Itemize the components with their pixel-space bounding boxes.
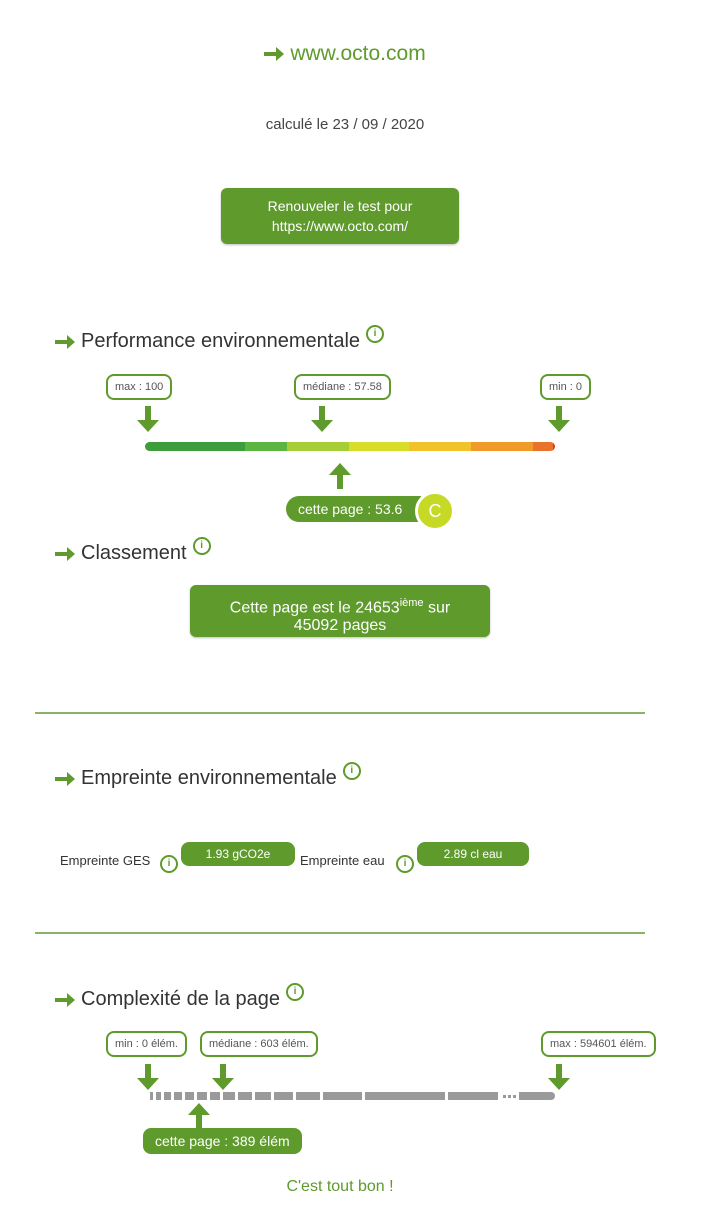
ranking-total: 45092 pages [293, 617, 387, 635]
complexity-scale-segment [223, 1092, 235, 1100]
arrow-down-icon [311, 406, 333, 432]
ranking-superscript: ième [399, 597, 424, 609]
ranking-box: Cette page est le 24653ième sur 45092 pa… [190, 585, 490, 637]
complexity-scale-segment [164, 1092, 171, 1100]
complexity-scale-segment [365, 1092, 445, 1100]
divider [35, 712, 645, 714]
complexity-scale-segment [513, 1095, 516, 1098]
arrow-up-icon [329, 463, 351, 489]
arrow-up-icon [188, 1103, 210, 1129]
calculation-date: calculé le 23 / 09 / 2020 [265, 116, 425, 133]
performance-scale-segment [287, 442, 349, 451]
arrow-right-icon [55, 771, 75, 786]
info-icon[interactable]: i [396, 855, 414, 873]
performance-scale-segment [245, 442, 287, 451]
retest-button[interactable]: Renouveler le test pour https://www.octo… [221, 188, 459, 244]
complexity-scale-segment [274, 1092, 293, 1100]
info-icon[interactable]: i [366, 324, 385, 343]
performance-scale-segment [553, 442, 555, 451]
divider [35, 932, 645, 934]
performance-min-tag: min : 0 [540, 374, 592, 400]
performance-page-score: cette page : 53.6 [286, 496, 433, 522]
complexity-scale-segment [238, 1092, 252, 1100]
performance-title-text: Performance environnementale [81, 330, 361, 352]
complexity-min-tag: min : 0 élém. [106, 1031, 187, 1057]
footprint-title: Empreinte environnementale i [55, 761, 361, 790]
performance-scale-segment [349, 442, 409, 451]
performance-scale-segment [145, 442, 245, 451]
complexity-scale-segment [296, 1092, 320, 1100]
complexity-scale-segment [210, 1092, 220, 1100]
info-icon[interactable]: i [342, 761, 361, 780]
performance-title: Performance environnementale i [55, 324, 385, 353]
performance-scale-segment [409, 442, 471, 451]
complexity-scale-segment [323, 1092, 362, 1100]
complexity-scale-segment [255, 1092, 271, 1100]
info-icon[interactable]: i [286, 982, 305, 1001]
complexity-page-value: cette page : 389 élém [143, 1128, 302, 1154]
footprint-title-text: Empreinte environnementale [81, 767, 337, 789]
arrow-right-icon [264, 47, 285, 62]
retest-button-line2: https://www.octo.com/ [271, 218, 409, 234]
ges-label: Empreinte GES [60, 853, 151, 868]
ranking-text: Cette page est le 24653 [229, 599, 400, 617]
complexity-scale-segment [150, 1092, 153, 1100]
performance-max-tag: max : 100 [106, 374, 173, 400]
site-url[interactable]: www.octo.com [0, 42, 690, 66]
ranking-title: Classement i [55, 536, 211, 565]
info-icon[interactable]: i [192, 536, 211, 555]
performance-scale [145, 442, 555, 451]
arrow-right-icon [55, 334, 75, 349]
ranking-text-after: sur [423, 599, 451, 617]
complexity-scale-segment [174, 1092, 182, 1100]
arrow-down-icon [137, 406, 159, 432]
complexity-scale-segment [508, 1095, 511, 1098]
complexity-title: Complexité de la page i [55, 982, 305, 1011]
arrow-down-icon [548, 406, 570, 432]
performance-grade-badge: C [415, 491, 455, 531]
site-url-text: www.octo.com [290, 42, 426, 65]
performance-median-tag: médiane : 57.58 [294, 374, 391, 400]
arrow-down-icon [212, 1064, 234, 1090]
arrow-down-icon [548, 1064, 570, 1090]
water-label: Empreinte eau [300, 853, 385, 868]
arrow-right-icon [55, 546, 75, 561]
complexity-median-tag: médiane : 603 élém. [200, 1031, 318, 1057]
info-icon[interactable]: i [160, 855, 178, 873]
ges-value: 1.93 gCO2e [181, 842, 295, 866]
complexity-scale-segment [185, 1092, 194, 1100]
arrow-right-icon [55, 992, 75, 1007]
performance-scale-segment [533, 442, 553, 451]
arrow-down-icon [137, 1064, 159, 1090]
footer-message: C'est tout bon ! [286, 1178, 394, 1195]
complexity-max-tag: max : 594601 élém. [541, 1031, 656, 1057]
complexity-scale-segment [448, 1092, 498, 1100]
retest-button-line1: Renouveler le test pour [267, 198, 413, 214]
complexity-scale-segment [197, 1092, 207, 1100]
complexity-scale-segment [156, 1092, 161, 1100]
complexity-title-text: Complexité de la page [81, 988, 281, 1010]
complexity-scale-segment [519, 1092, 555, 1100]
performance-scale-segment [471, 442, 533, 451]
complexity-scale-segment [503, 1095, 506, 1098]
ranking-title-text: Classement [81, 542, 187, 564]
water-value: 2.89 cl eau [417, 842, 529, 866]
